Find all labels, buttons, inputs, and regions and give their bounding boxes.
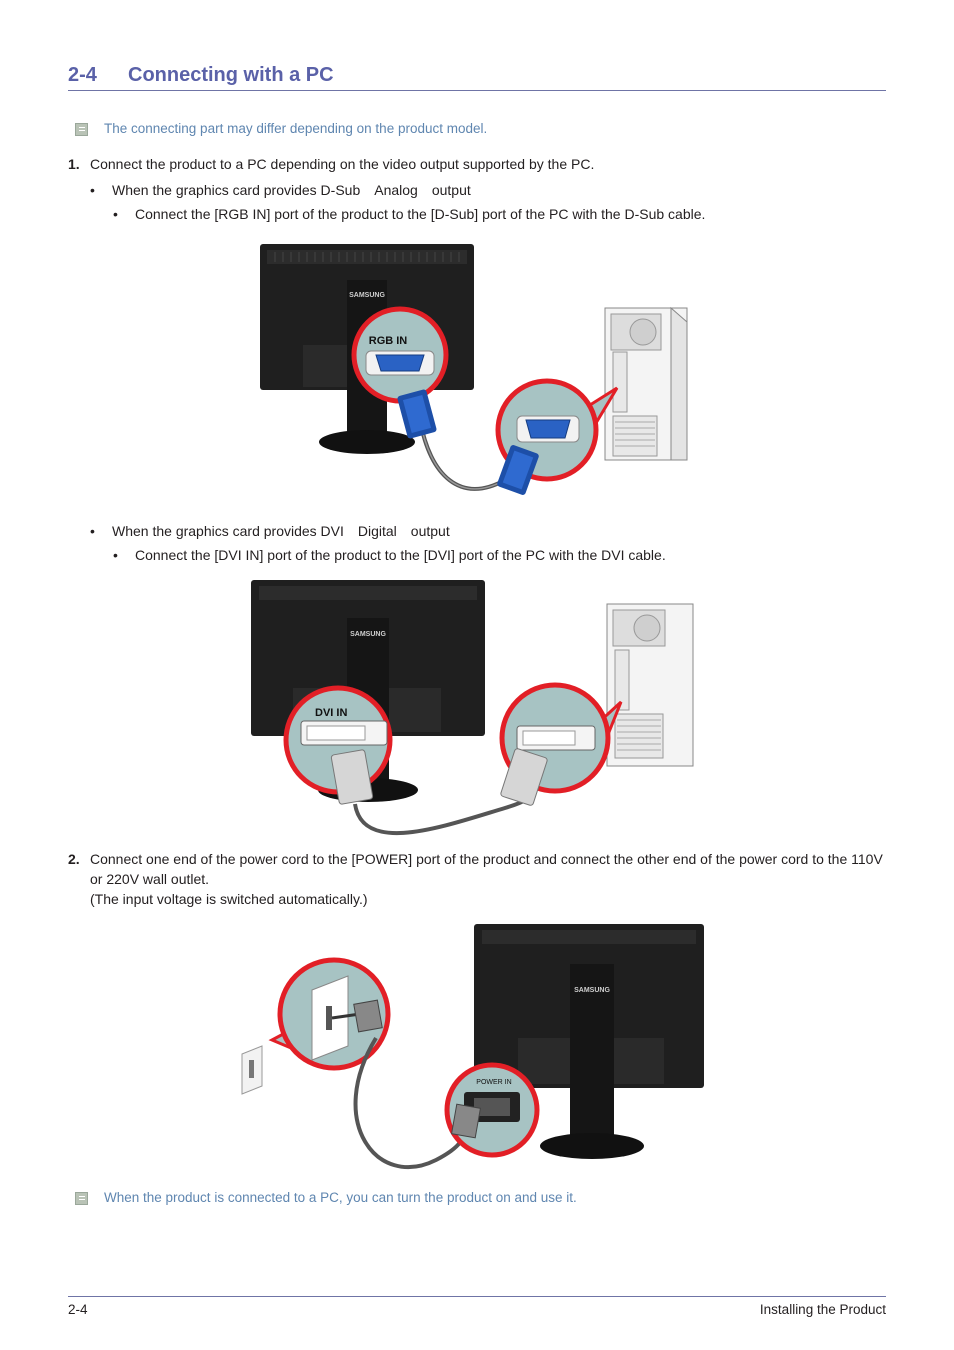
bullet-marker: •: [113, 547, 118, 563]
bullet-part: output: [410, 523, 450, 539]
step-number: 1.: [68, 156, 80, 172]
bullet-dsub: • When the graphics card provides D-Sub A…: [90, 182, 690, 200]
note-text: When the product is connected to a PC, y…: [104, 1190, 577, 1205]
outlet-callout: [268, 957, 391, 1071]
bullet-part: output: [431, 182, 471, 198]
section-number: 2-4: [68, 64, 97, 86]
rgb-in-callout: RGB IN: [351, 306, 449, 404]
power-in-label: POWER IN: [476, 1079, 511, 1086]
brand-logo: SAMSUNG: [350, 631, 386, 638]
sub-bullet-text: Connect the [RGB IN] port of the product…: [135, 206, 706, 222]
dsub-connection-figure: SAMSUNG RGB IN: [260, 244, 688, 495]
bullet-part: When the graphics card provides DVI: [112, 523, 344, 539]
monitor-back-illustration: SAMSUNG: [474, 924, 704, 1159]
dvi-in-label: DVI IN: [315, 707, 347, 719]
sub-bullet-dvi: • Connect the [DVI IN] port of the produ…: [113, 547, 813, 565]
note-icon: [75, 1192, 88, 1205]
dsub-connector-monitor: [397, 389, 437, 439]
bullet-marker: •: [113, 206, 118, 222]
bullet-part: Analog: [374, 182, 418, 198]
footer-page-number: 2-4: [68, 1302, 88, 1317]
wall-outlet-illustration: [241, 1045, 263, 1095]
dvi-connector-pc: [500, 748, 548, 806]
step-1: 1. Connect the product to a PC depending…: [68, 154, 886, 174]
step-text-extra: (The input voltage is switched automatic…: [90, 891, 368, 907]
bullet-marker: •: [90, 523, 95, 539]
pc-tower-illustration: [604, 306, 688, 461]
bullet-marker: •: [90, 182, 95, 198]
note-text: The connecting part may differ depending…: [104, 121, 488, 136]
dvi-connector-monitor: [330, 749, 374, 805]
step-number: 2.: [68, 851, 80, 867]
bullet-part: Digital: [357, 523, 397, 539]
step-text: Connect the product to a PC depending on…: [90, 156, 595, 172]
bullet-dvi: • When the graphics card provides DVI Dig…: [90, 523, 690, 541]
note-icon: [75, 123, 88, 136]
step-text-main: Connect one end of the power cord to the…: [90, 851, 883, 887]
section-heading: 2-4 Connecting with a PC: [68, 60, 886, 91]
dsub-connector-pc: [497, 445, 539, 495]
bullet-text: When the graphics card provides D-Sub Ana…: [112, 182, 485, 198]
brand-logo: SAMSUNG: [349, 292, 385, 299]
dvi-connection-figure: SAMSUNG DVI IN: [251, 580, 694, 836]
step-text: Connect one end of the power cord to the…: [90, 849, 890, 909]
footer-divider: [68, 1296, 886, 1297]
step-2: 2. Connect one end of the power cord to …: [68, 849, 886, 911]
pc-tower-illustration: [606, 603, 694, 767]
brand-logo: SAMSUNG: [574, 987, 610, 994]
power-plug: [450, 1103, 482, 1139]
sub-bullet-dsub: • Connect the [RGB IN] port of the produ…: [113, 206, 813, 224]
sub-bullet-text: Connect the [DVI IN] port of the product…: [135, 547, 666, 563]
section-title: Connecting with a PC: [128, 64, 334, 86]
bullet-text: When the graphics card provides DVI Digit…: [112, 523, 464, 539]
footer-chapter: Installing the Product: [759, 1302, 886, 1317]
bullet-part: When the graphics card provides D-Sub: [112, 182, 361, 198]
power-connection-figure: SAMSUNG POWER IN: [241, 924, 704, 1169]
rgb-in-label: RGB IN: [369, 335, 408, 347]
